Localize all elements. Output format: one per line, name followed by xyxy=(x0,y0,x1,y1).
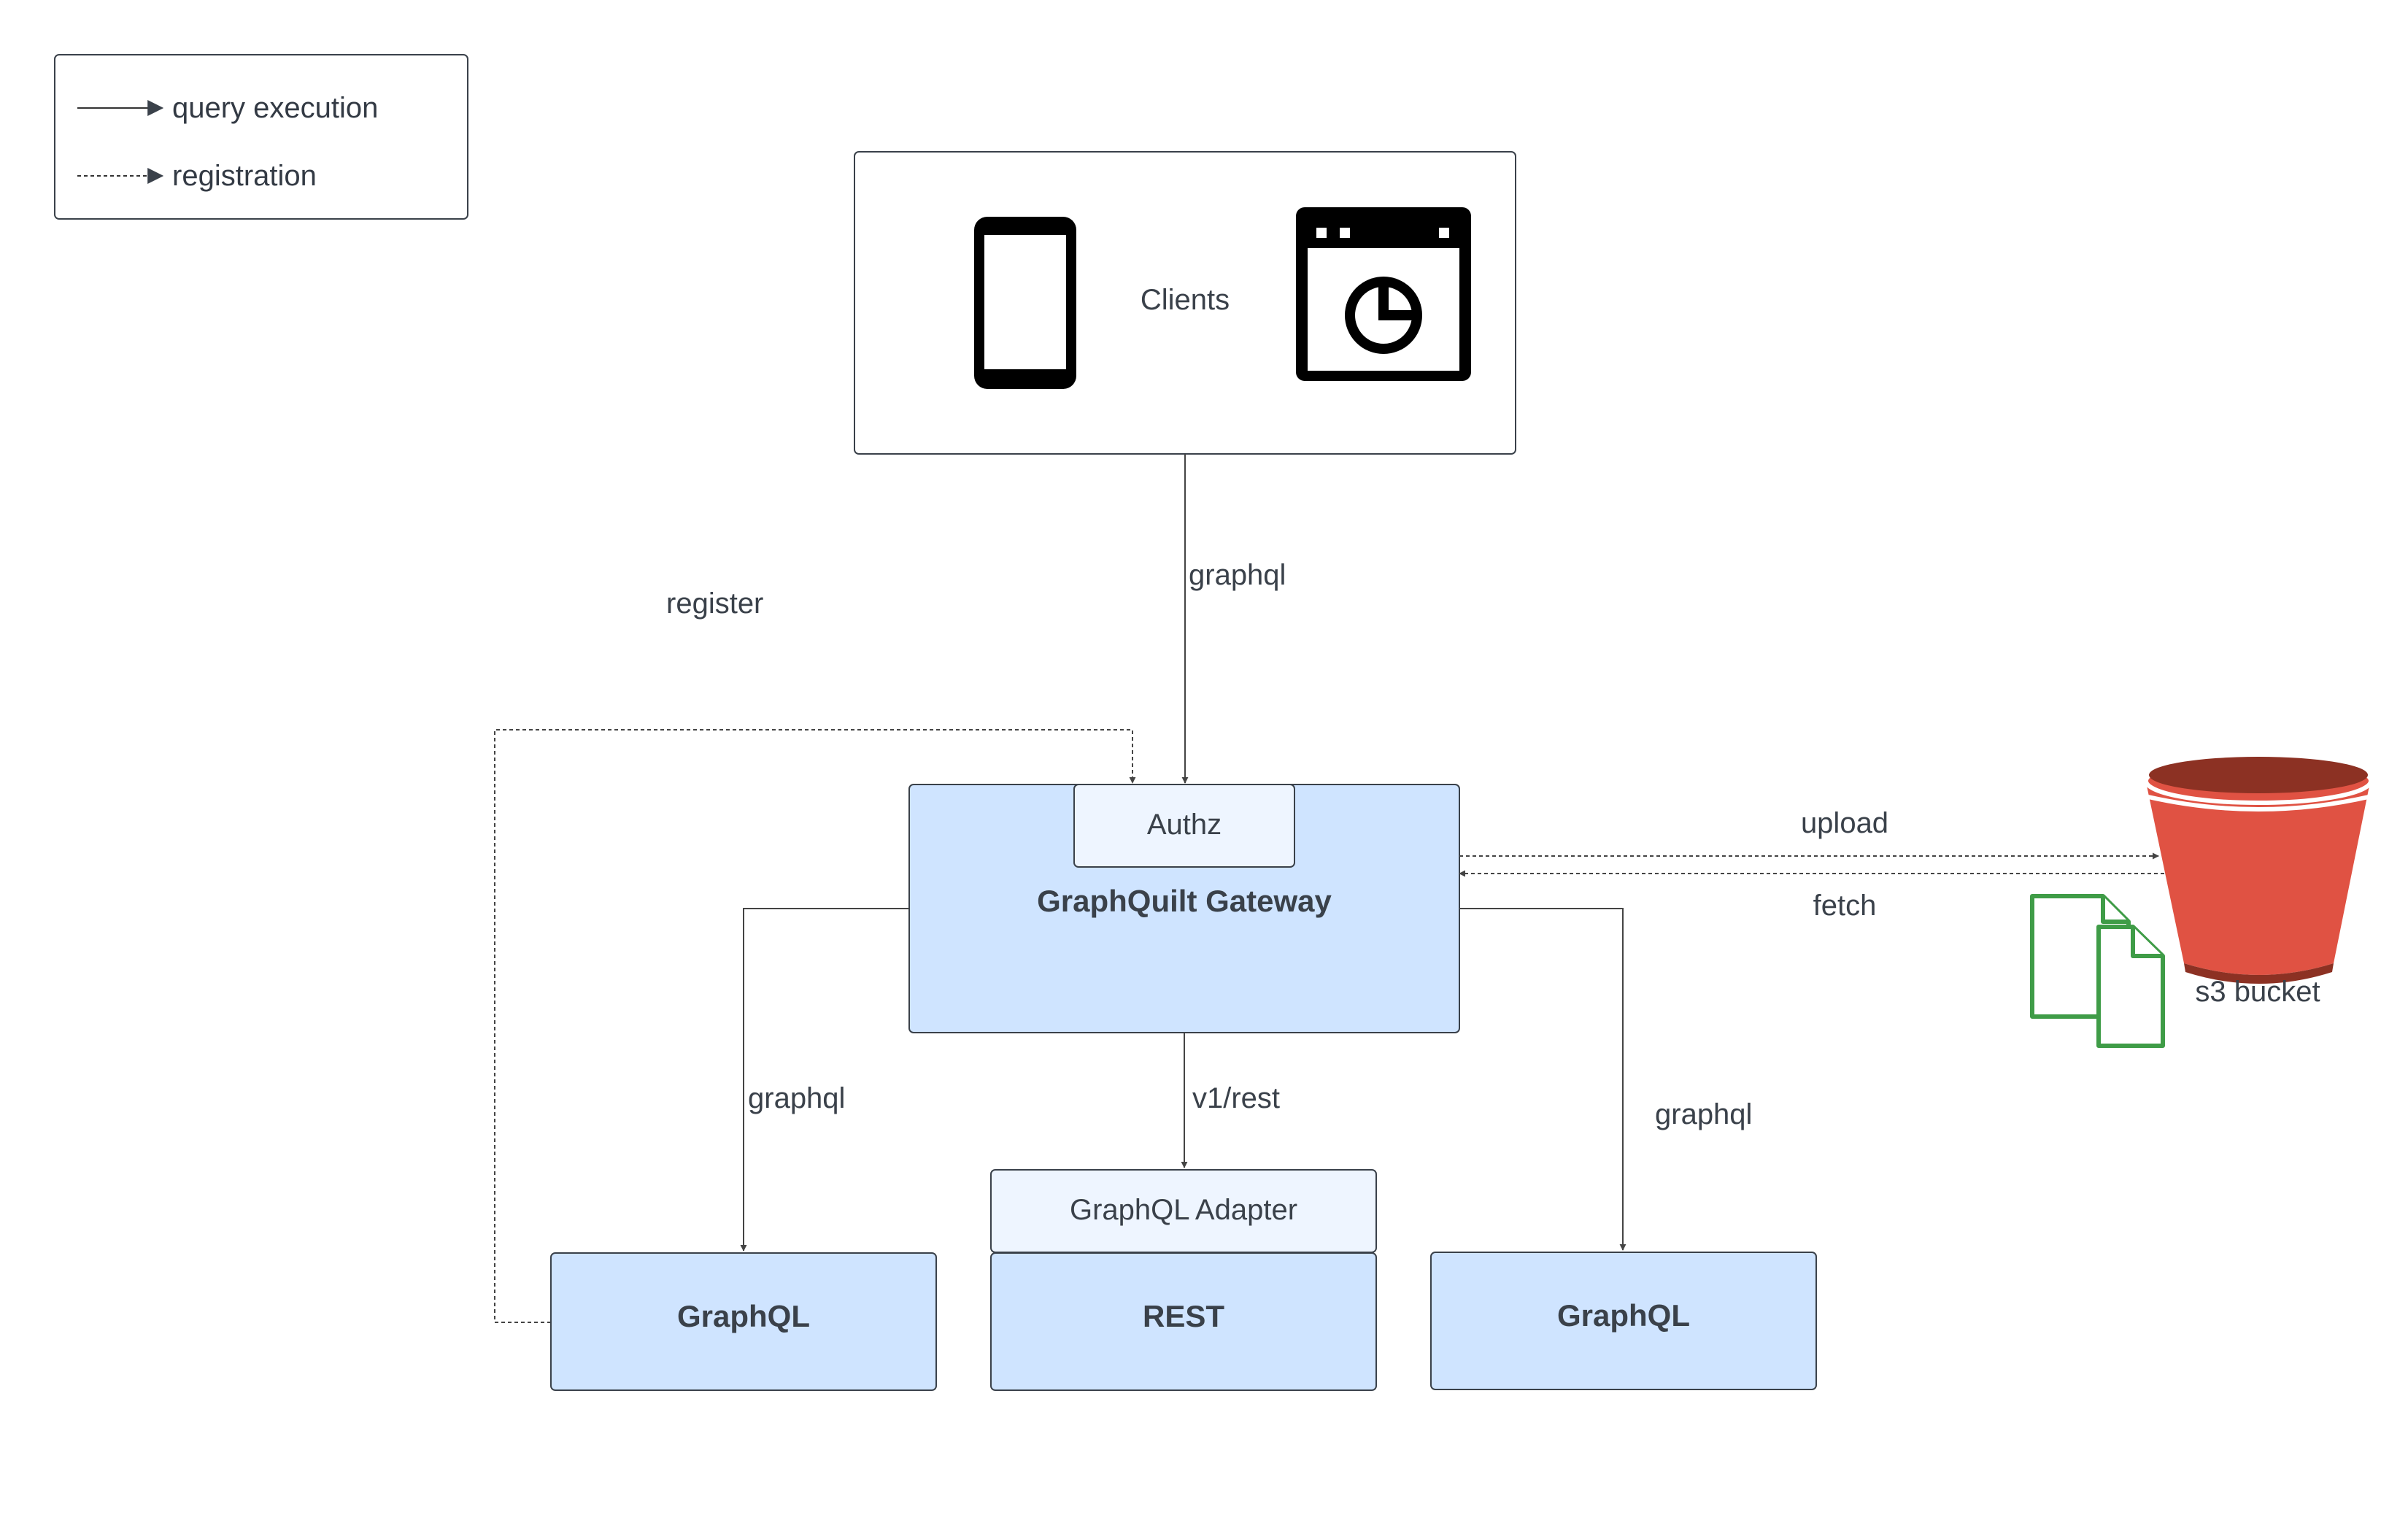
edge-gateway-to-left-graphql-label: graphql xyxy=(748,1082,845,1114)
legend-box xyxy=(54,54,468,220)
documents-icon xyxy=(2030,894,2165,1048)
legend-registration-label: registration xyxy=(172,160,317,192)
right-graphql-box[interactable] xyxy=(1430,1252,1817,1390)
left-graphql-node[interactable]: GraphQL xyxy=(550,1252,937,1391)
adapter-node[interactable]: GraphQL Adapter REST xyxy=(990,1169,1377,1391)
s3-bucket-icon xyxy=(2144,757,2373,984)
legend: query execution registration xyxy=(54,54,468,220)
edge-register-label: register xyxy=(666,587,763,620)
mobile-phone-icon xyxy=(974,217,1076,389)
rest-box[interactable] xyxy=(990,1252,1377,1391)
gateway-title: GraphQuilt Gateway xyxy=(1037,884,1332,918)
right-graphql-label: GraphQL xyxy=(1557,1298,1690,1333)
clients-node[interactable]: Clients xyxy=(854,151,1516,455)
legend-query-execution-label: query execution xyxy=(172,92,378,124)
gateway-node[interactable]: Authz GraphQuilt Gateway xyxy=(908,784,1460,1033)
left-graphql-label: GraphQL xyxy=(677,1299,810,1333)
edge-clients-to-gateway-label: graphql xyxy=(1189,559,1286,591)
graphql-adapter-label: GraphQL Adapter xyxy=(1070,1194,1297,1226)
authz-box[interactable] xyxy=(1073,784,1295,868)
rest-label: REST xyxy=(1143,1299,1224,1333)
edge-gateway-to-adapter-label: v1/rest xyxy=(1192,1082,1280,1114)
browser-dashboard-icon xyxy=(1296,207,1471,381)
edge-fetch-label: fetch xyxy=(1813,890,1877,922)
clients-label: Clients xyxy=(1141,284,1230,316)
edge-gateway-to-left-graphql xyxy=(740,908,909,1252)
edge-gateway-to-right-graphql-label: graphql xyxy=(1655,1098,1752,1130)
s3-bucket-node[interactable]: s3 bucket xyxy=(2030,757,2373,1048)
edge-gateway-to-right-graphql xyxy=(1459,908,1626,1251)
edge-upload-label: upload xyxy=(1801,807,1888,839)
authz-label: Authz xyxy=(1147,809,1222,841)
s3-bucket-label: s3 bucket xyxy=(2195,976,2320,1008)
right-graphql-node[interactable]: GraphQL xyxy=(1430,1252,1817,1390)
left-graphql-box[interactable] xyxy=(550,1252,937,1391)
